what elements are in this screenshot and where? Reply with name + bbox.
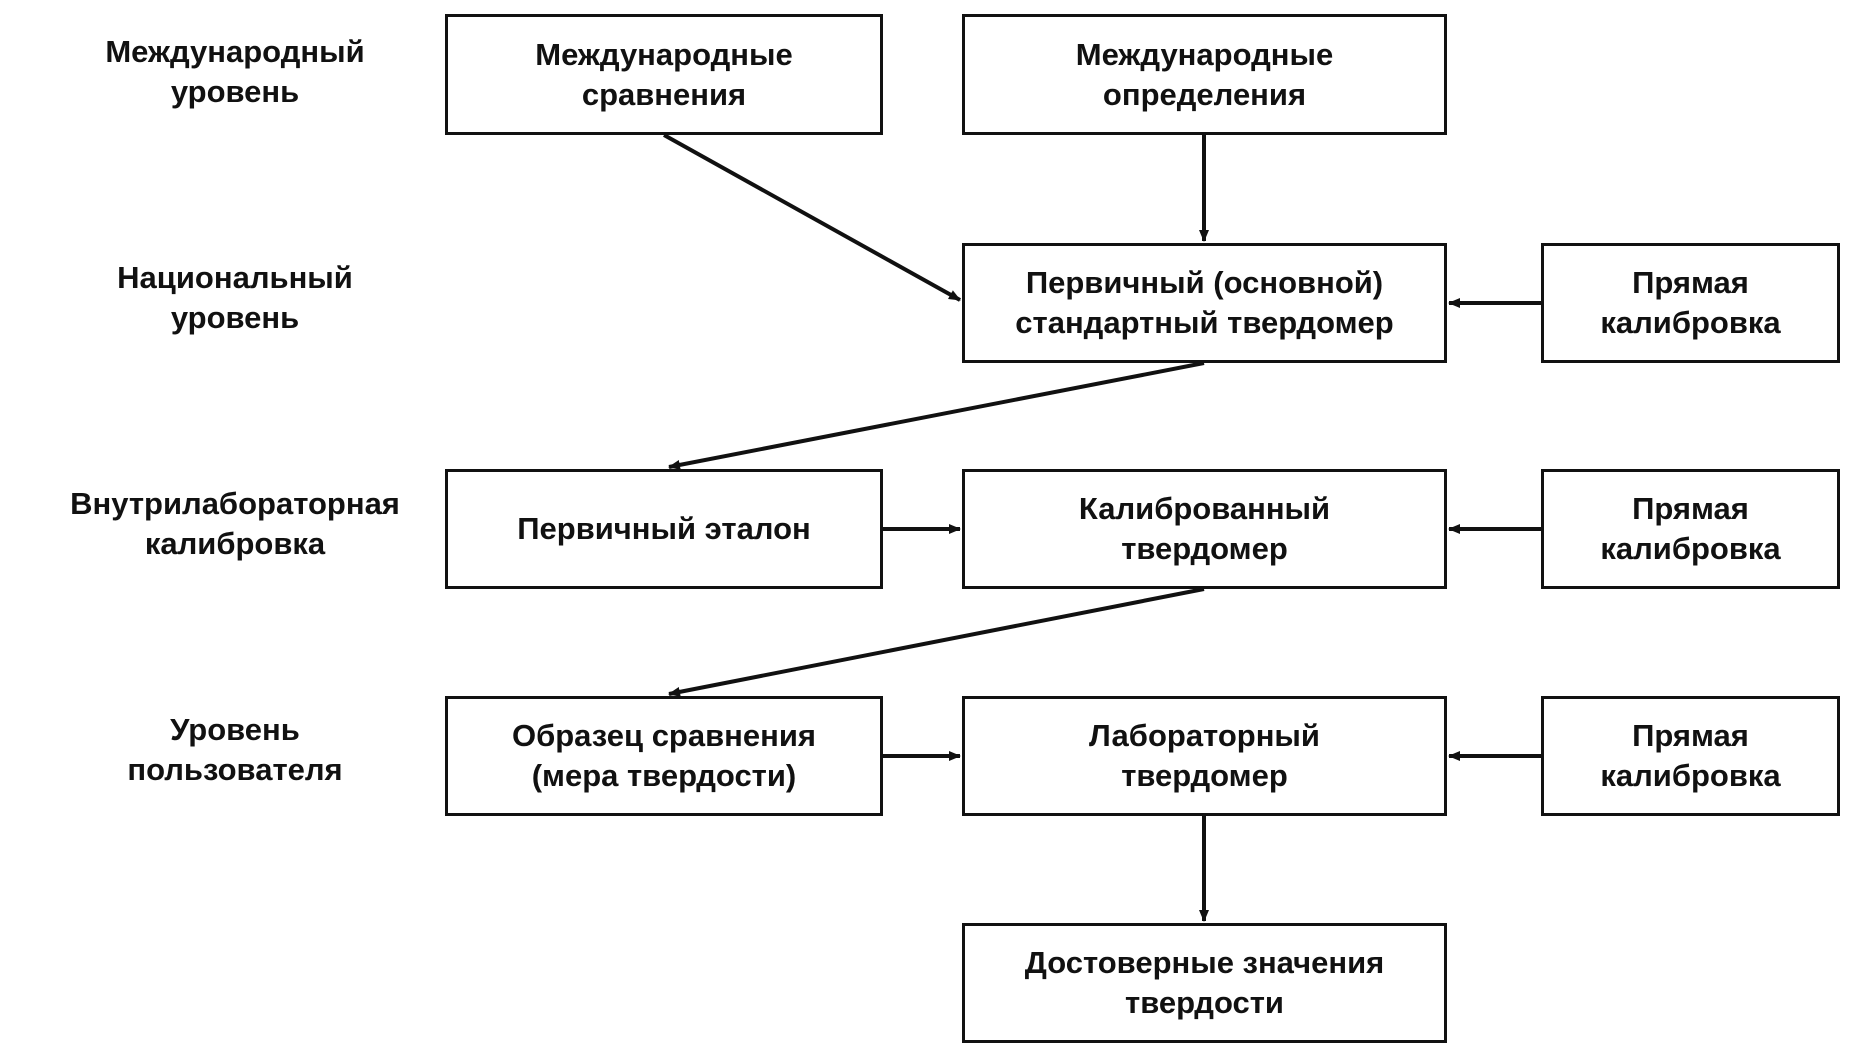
box-direct-calibration-3-text: Прямая калибровка bbox=[1600, 718, 1781, 793]
box-direct-calibration-2-text: Прямая калибровка bbox=[1600, 491, 1781, 566]
box-calibrated-tester-text: Калиброванный твердомер bbox=[1078, 491, 1331, 566]
box-reliable-values-text: Достоверные значения твердости bbox=[1024, 945, 1385, 1020]
box-direct-calibration-3: Прямая калибровка bbox=[1541, 696, 1840, 816]
box-reliable-values: Достоверные значения твердости bbox=[962, 923, 1447, 1043]
arrow-primary-tester-to-etalon bbox=[668, 361, 1205, 470]
arrow-comparisons-to-primary-tester bbox=[663, 133, 961, 302]
box-direct-calibration-2: Прямая калибровка bbox=[1541, 469, 1840, 589]
box-primary-standard-tester: Первичный (основной) стандартный твердом… bbox=[962, 243, 1447, 363]
box-primary-etalon-text: Первичный эталон bbox=[517, 511, 811, 546]
level-label-intralab: Внутрилабораторная калибровка bbox=[70, 486, 400, 561]
level-label-national: Национальный уровень bbox=[117, 260, 353, 335]
box-primary-standard-tester-text: Первичный (основной) стандартный твердом… bbox=[1015, 265, 1394, 340]
box-lab-tester: Лабораторный твердомер bbox=[962, 696, 1447, 816]
box-reference-block: Образец сравнения (мера твердости) bbox=[445, 696, 883, 816]
box-calibrated-tester: Калиброванный твердомер bbox=[962, 469, 1447, 589]
box-lab-tester-text: Лабораторный твердомер bbox=[1089, 718, 1320, 793]
box-primary-etalon: Первичный эталон bbox=[445, 469, 883, 589]
level-label-international: Международный уровень bbox=[105, 34, 365, 109]
box-reference-block-text: Образец сравнения (мера твердости) bbox=[511, 718, 817, 793]
box-direct-calibration-1: Прямая калибровка bbox=[1541, 243, 1840, 363]
level-label-user: Уровень пользователя bbox=[127, 712, 343, 787]
box-intl-definitions: Международные определения bbox=[962, 14, 1447, 135]
arrow-calibrated-tester-to-reference-block bbox=[668, 587, 1205, 697]
box-intl-comparisons-text: Международные сравнения bbox=[535, 36, 793, 112]
box-direct-calibration-1-text: Прямая калибровка bbox=[1600, 265, 1781, 340]
box-intl-comparisons: Международные сравнения bbox=[445, 14, 883, 135]
box-intl-definitions-text: Международные определения bbox=[1075, 36, 1334, 112]
